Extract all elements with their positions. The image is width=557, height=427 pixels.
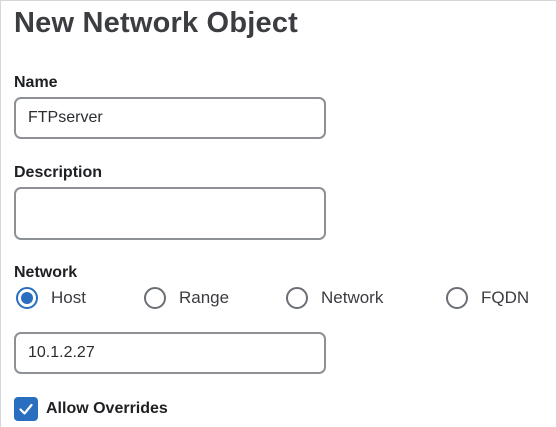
radio-host[interactable]: Host [16,285,86,311]
description-label: Description [14,164,103,181]
radio-host-label: Host [51,288,86,307]
page-title: New Network Object [14,7,298,39]
radio-unchecked-icon [144,287,166,309]
radio-dot-icon [21,292,33,304]
radio-checked-icon [16,287,38,309]
name-label: Name [14,74,58,91]
network-label: Network [14,264,78,281]
checkmark-icon [14,397,38,421]
network-type-radio-group: Host Range Network FQDN [1,285,557,313]
radio-unchecked-icon [286,287,308,309]
radio-network[interactable]: Network [286,285,383,311]
radio-range[interactable]: Range [144,285,229,311]
network-value-input[interactable] [14,332,326,374]
allow-overrides-checkbox[interactable]: Allow Overrides [14,397,168,421]
description-input[interactable] [14,187,326,240]
radio-fqdn-label: FQDN [481,288,530,307]
allow-overrides-label: Allow Overrides [46,400,168,417]
radio-fqdn[interactable]: FQDN [446,285,529,311]
radio-unchecked-icon [446,287,468,309]
radio-range-label: Range [179,288,230,307]
radio-network-label: Network [321,288,384,307]
name-input[interactable] [14,97,326,139]
